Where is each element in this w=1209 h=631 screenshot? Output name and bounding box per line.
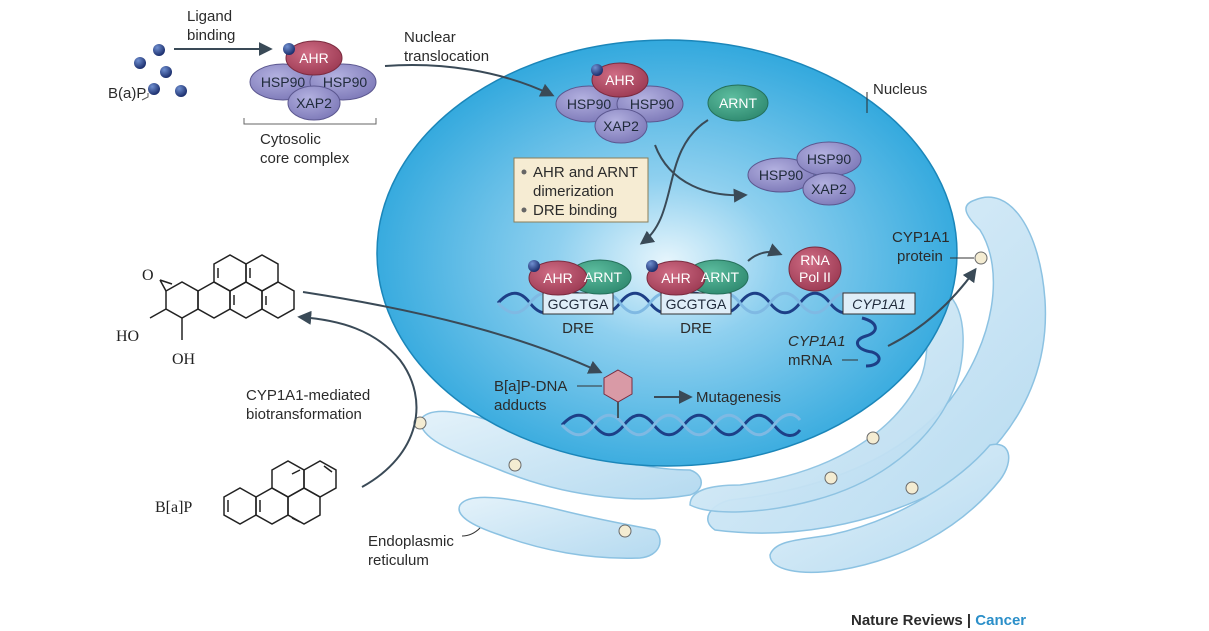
released-hsp90-right: HSP90 [807, 151, 852, 167]
dna-adduct-hexagon [603, 369, 633, 403]
translation-arrow [887, 267, 977, 347]
nuclear-translocation-label-1: Nuclear [404, 29, 456, 46]
bap-ligand-label: B(a)P [108, 85, 146, 102]
bpde-chemical-structure [149, 254, 295, 340]
ho-label: HO [116, 328, 139, 345]
er-ribosome-dots [413, 251, 988, 538]
box-line-3: DRE binding [533, 202, 617, 219]
nuclear-hsp90-right: HSP90 [630, 96, 675, 112]
ligand-binding-label-1: Ligand [187, 8, 232, 25]
journal-credit: Nature Reviews | Cancer [851, 612, 1026, 629]
dimer1-ahr: AHR [543, 270, 573, 286]
rna-pol-label-1: RNA [800, 252, 830, 268]
adducts-label-2: adducts [494, 397, 547, 414]
cyp1a1-gene-box [842, 292, 916, 315]
box-line-2: dimerization [533, 183, 614, 200]
nuclear-core-complex: AHR HSP90 HSP90 XAP2 [555, 62, 684, 144]
dimer2-arnt: ARNT [701, 269, 740, 285]
arnt-free-label: ARNT [719, 95, 758, 111]
cytosolic-core-complex: AHR HSP90 HSP90 XAP2 [249, 40, 377, 121]
nuclear-translocation-label-2: translocation [404, 48, 489, 65]
journal-section: Cancer [975, 612, 1027, 629]
er-label-1: Endoplasmic [368, 533, 454, 550]
epoxide-o-label: O [142, 267, 154, 284]
biotransformation-arrow [297, 310, 418, 488]
dre-label-2: DRE [680, 320, 712, 337]
ligand-binding-label-2: binding [187, 27, 235, 44]
cytosolic-ahr: AHR [299, 50, 329, 66]
adducts-label-1: B[a]P-DNA [494, 378, 567, 395]
mrna-label-2: mRNA [788, 352, 832, 369]
nuclear-xap2: XAP2 [603, 118, 639, 134]
bap-ligand-molecules [134, 44, 187, 97]
protein-label-1: CYP1A1 [892, 229, 950, 246]
nuclear-hsp90-left: HSP90 [567, 96, 612, 112]
chaperone-release-arrow [654, 144, 748, 203]
released-chaperone-complex: HSP90 HSP90 XAP2 [747, 141, 862, 206]
cytosolic-hsp90-left: HSP90 [261, 74, 306, 90]
oh-label: OH [172, 351, 196, 368]
dre-label-1: DRE [562, 320, 594, 337]
dimer2-ahr: AHR [661, 270, 691, 286]
dre-seq-1: GCGTGA [548, 296, 609, 312]
dre-box-1 [542, 292, 614, 315]
journal-name: Nature Reviews [851, 612, 963, 629]
released-xap2: XAP2 [811, 181, 847, 197]
recruit-polii-arrow [747, 243, 783, 262]
rna-pol-label-2: Pol II [799, 269, 831, 285]
dimer1-arnt: ARNT [584, 269, 623, 285]
bap-structure-label: B[a]P [155, 499, 192, 516]
metabolite-to-dna-arrow [302, 291, 603, 374]
arnt-free [707, 84, 769, 122]
er-label-2: reticulum [368, 552, 429, 569]
nuclear-translocation-arrow [384, 64, 555, 97]
journal-separator: | [966, 612, 972, 629]
rna-pol-ii [788, 246, 842, 292]
dimerization-box [513, 157, 649, 223]
ahr-arnt-dimer-2: AHR ARNT [646, 259, 749, 296]
released-hsp90-left: HSP90 [759, 167, 804, 183]
cytosolic-hsp90-right: HSP90 [323, 74, 368, 90]
dimerization-arrow [639, 119, 709, 245]
cytosolic-label-1: Cytosolic [260, 131, 321, 148]
ahr-arnt-dimer-1: AHR ARNT [528, 259, 632, 296]
nuclear-ahr: AHR [605, 72, 635, 88]
box-line-1: AHR and ARNT [533, 164, 638, 181]
mrna-label-1: CYP1A1 [788, 333, 846, 350]
dre-seq-2: GCGTGA [666, 296, 727, 312]
mrna-squiggle [856, 316, 881, 368]
biotransformation-label-2: biotransformation [246, 406, 362, 423]
nucleus-label: Nucleus [873, 81, 927, 98]
dna-strand-lower [560, 413, 802, 437]
dre-box-2 [660, 292, 732, 315]
bap-chemical-structure [223, 460, 337, 525]
protein-label-2: protein [897, 248, 943, 265]
mutagenesis-label: Mutagenesis [696, 389, 781, 406]
cytosolic-xap2: XAP2 [296, 95, 332, 111]
cyp1a1-gene-label: CYP1A1 [852, 296, 906, 312]
cytosolic-label-2: core complex [260, 150, 350, 167]
biotransformation-label-1: CYP1A1-mediated [246, 387, 370, 404]
